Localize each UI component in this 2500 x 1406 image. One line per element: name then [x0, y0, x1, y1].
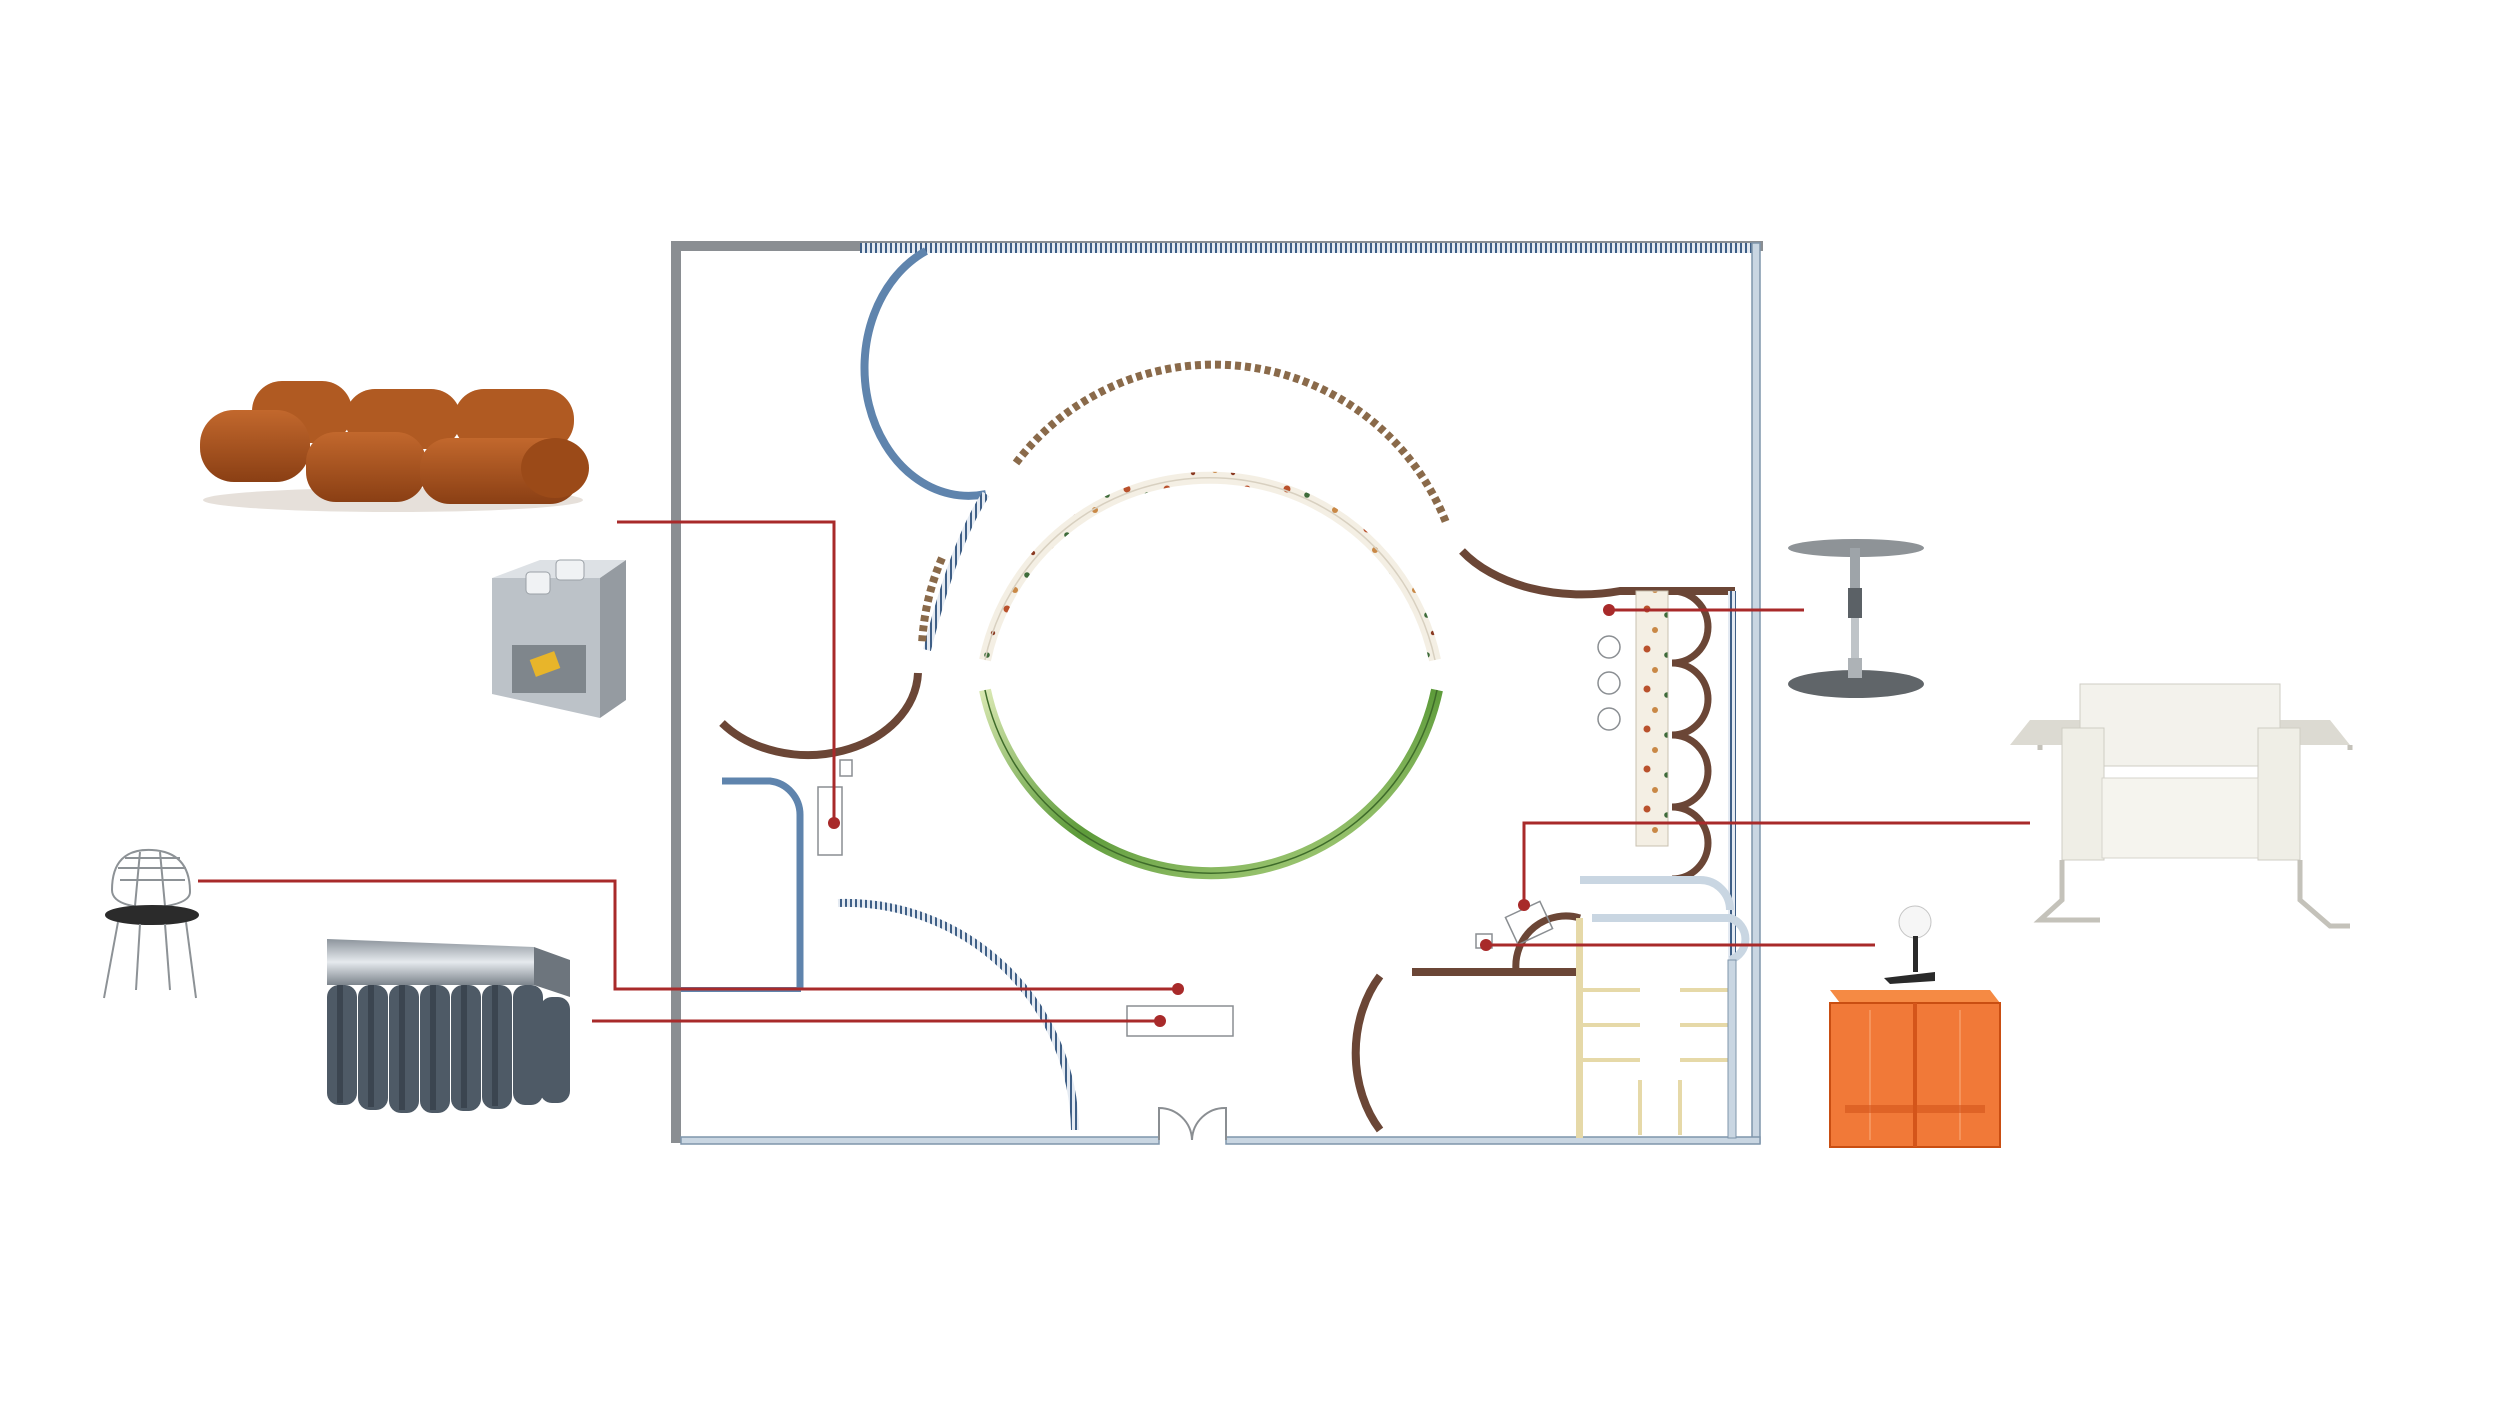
service-wall-right — [1727, 959, 1737, 1139]
callout-dot-desk — [1154, 1015, 1166, 1027]
callout-dot-armchair — [1518, 899, 1530, 911]
armchair-icon — [2010, 683, 2353, 929]
outer-wall-bottom-right — [1225, 1136, 1761, 1145]
ribbed-curve-upper — [923, 491, 990, 651]
outer-wall-left — [671, 241, 681, 1143]
outer-striped-ring-top — [1012, 360, 1451, 527]
wood-curve-bottom-center — [1351, 973, 1384, 1133]
sofa-icon — [200, 381, 589, 512]
callout-armchair-line — [1522, 821, 2030, 905]
wood-wall-segment — [1412, 968, 1582, 976]
callout-dot-orange — [1480, 939, 1492, 951]
restroom-stalls — [1583, 988, 1730, 1135]
entrance-door — [1158, 1106, 1227, 1141]
acrylic-side-table-with-lamp-icon — [1829, 905, 2001, 1148]
sideboard-outline-small — [839, 759, 853, 777]
wire-chair-icon — [103, 848, 199, 999]
callout-sofa-line — [617, 520, 836, 823]
outer-wall-bottom-left — [680, 1136, 1160, 1145]
terrazzo-ring-upper-edge — [984, 476, 1436, 661]
fluted-desk-icon — [327, 939, 570, 1113]
cube-side-table-icon — [492, 559, 626, 718]
terrazzo-column — [1635, 590, 1669, 847]
callout-dot-sofa — [828, 817, 840, 829]
outer-striped-ring-left — [918, 556, 946, 646]
outer-wall-right — [1751, 242, 1761, 1144]
ribbed-wall-right-inner — [1728, 591, 1736, 971]
ribbed-curve-lower-left — [837, 898, 1079, 1131]
wood-curve-left — [719, 672, 922, 760]
terrazzo-ring-upper — [979, 471, 1441, 662]
wood-curve-right-top — [1459, 548, 1735, 599]
blue-curved-wall-top-left — [860, 247, 987, 500]
floor-plan — [671, 241, 1763, 1145]
callout-chair-line — [198, 879, 1178, 991]
callout-dot-chair — [1172, 983, 1184, 995]
callouts — [198, 520, 2030, 1023]
glass-pedestal-table-icon — [1788, 539, 1924, 698]
blue-partition-left — [722, 777, 804, 990]
service-curve-right-2 — [1592, 914, 1750, 964]
service-wall-vertical — [1576, 918, 1583, 1138]
green-ring-lower — [979, 688, 1443, 880]
ribbed-wall-top — [860, 243, 1760, 253]
green-ring-lower-edge — [984, 689, 1438, 874]
service-curve-right — [1580, 876, 1734, 911]
scallop-wall — [1671, 587, 1712, 883]
sideboard-outline — [817, 786, 843, 856]
callout-dot-pedestal — [1603, 604, 1615, 616]
stool-circles — [1597, 635, 1621, 731]
service-wood-curve — [1512, 912, 1581, 971]
callout-dots — [828, 604, 1615, 1027]
